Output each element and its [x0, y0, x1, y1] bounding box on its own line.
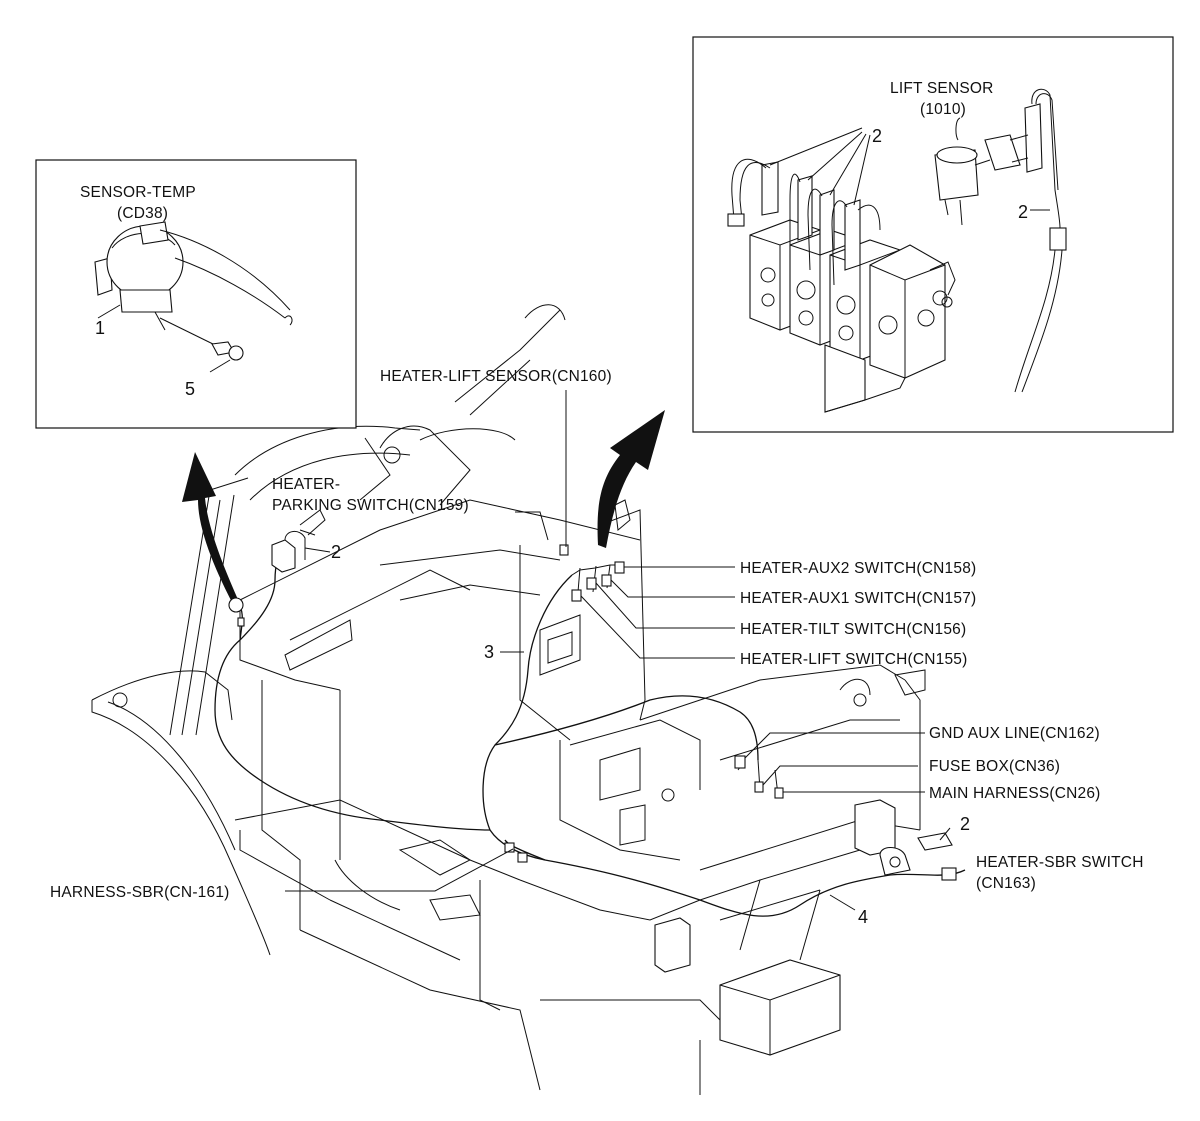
- connector-cn163: [941, 867, 957, 881]
- inset-temp-callout-5: 5: [185, 379, 195, 399]
- inset-lift-callout-2b: 2: [1018, 202, 1028, 222]
- connector-cn162: [734, 755, 746, 769]
- inset-temp-title-2: (CD38): [117, 205, 168, 222]
- label-gnd-aux: GND AUX LINE(CN162): [929, 725, 1100, 742]
- inset-temp-frame: [35, 159, 357, 429]
- connector-cn160: [559, 544, 569, 556]
- connector-cn161a: [504, 842, 515, 853]
- label-heater-parking-line1: HEATER-: [272, 476, 340, 493]
- main-labels: HEATER-LIFT SENSOR(CN160) HEATER- PARKIN…: [50, 368, 1144, 927]
- inset-lift-callout-2a: 2: [872, 126, 882, 146]
- label-heater-lift-sensor: HEATER-LIFT SENSOR(CN160): [380, 368, 612, 385]
- label-heater-lift-switch: HEATER-LIFT SWITCH(CN155): [740, 651, 967, 668]
- label-heater-sbr-line2: (CN163): [976, 875, 1036, 892]
- label-heater-aux1: HEATER-AUX1 SWITCH(CN157): [740, 590, 976, 607]
- label-harness-sbr: HARNESS-SBR(CN-161): [50, 884, 230, 901]
- parking-switch-bracket: [271, 539, 296, 573]
- temp-sensor-drawing: [94, 221, 293, 373]
- connector-cn158: [614, 561, 625, 574]
- callout-arrows: [182, 410, 665, 608]
- lift-sensor-drawing: [934, 88, 1067, 393]
- label-heater-parking-line2: PARKING SWITCH(CN159): [272, 497, 469, 514]
- inset-temp-title-1: SENSOR-TEMP: [80, 184, 196, 201]
- valve-switch-harnesses: [727, 127, 881, 286]
- connector-cn157: [601, 574, 612, 587]
- inset-lift-title-2: (1010): [920, 101, 966, 118]
- callout-sbr-2: 2: [960, 814, 970, 834]
- connectors: [228, 509, 957, 881]
- callout-harness-3: 3: [484, 642, 494, 662]
- temp-sensor-mount: [228, 597, 244, 613]
- arrow-to-temp-inset: [182, 452, 240, 608]
- harness-right-branch: [494, 695, 759, 761]
- leader-lines: [285, 390, 951, 911]
- inset-temp-sensor: SENSOR-TEMP (CD38) 1 5: [35, 159, 357, 429]
- arrow-to-lift-inset: [597, 410, 665, 548]
- connector-cn155: [571, 589, 582, 602]
- label-fuse-box: FUSE BOX(CN36): [929, 758, 1060, 775]
- connector-cn161b: [517, 852, 528, 863]
- harness-left-branch: [214, 544, 491, 831]
- connector-cn26: [774, 787, 784, 799]
- label-heater-sbr-line1: HEATER-SBR SWITCH: [976, 854, 1144, 871]
- harness-3: [482, 574, 966, 917]
- inset-lift-sensor: LIFT SENSOR (1010): [692, 36, 1174, 433]
- connector-cn36: [754, 781, 764, 793]
- label-main-harness: MAIN HARNESS(CN26): [929, 785, 1101, 802]
- sbr-switch-bracket: [917, 832, 953, 851]
- inset-lift-title-1: LIFT SENSOR: [890, 80, 994, 97]
- callout-parking-2: 2: [331, 542, 341, 562]
- connector-cn156: [586, 577, 597, 590]
- control-valve-drawing: [749, 219, 956, 413]
- inset-temp-callout-1: 1: [95, 318, 105, 338]
- callout-harness-4: 4: [858, 907, 868, 927]
- frame-line-art: [91, 304, 926, 1095]
- label-heater-aux2: HEATER-AUX2 SWITCH(CN158): [740, 560, 976, 577]
- label-heater-tilt: HEATER-TILT SWITCH(CN156): [740, 621, 966, 638]
